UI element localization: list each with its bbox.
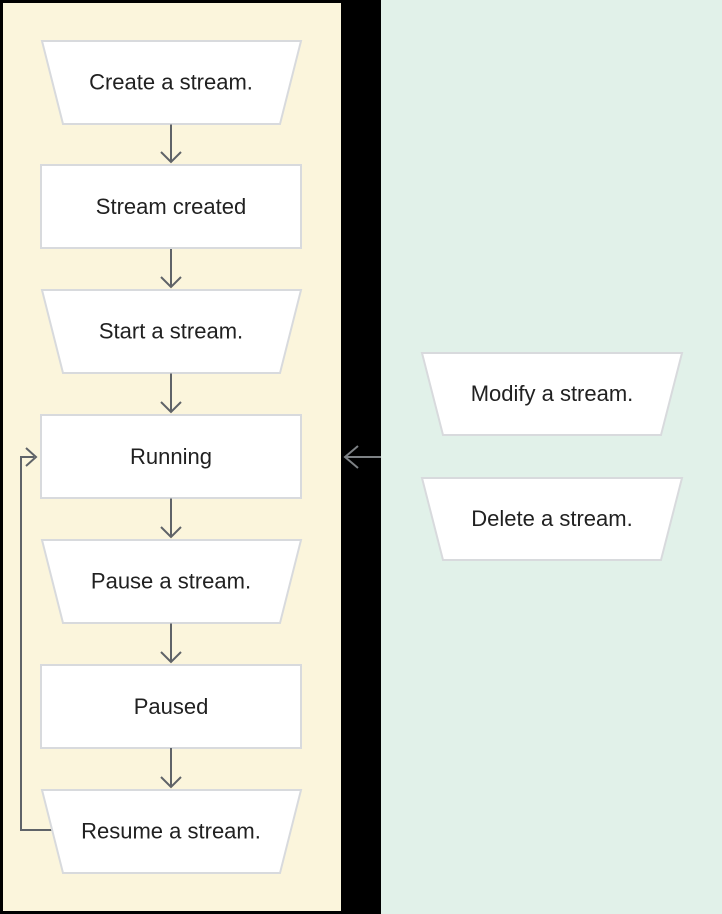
node-resume-a-stream: Resume a stream. [40,789,303,874]
node-label: Create a stream. [89,70,253,95]
node-label: Pause a stream. [91,569,251,594]
edge-rightpanel-to-running [343,445,381,469]
rectangle-shape [40,164,302,249]
node-modify-a-stream: Modify a stream. [420,352,684,436]
node-create-a-stream: Create a stream. [40,40,303,125]
node-label: Delete a stream. [471,506,632,531]
node-label: Stream created [96,194,246,219]
node-paused: Paused [40,664,302,749]
right-panel-background [381,0,722,914]
trapezoid-shape [420,477,684,561]
node-label: Paused [134,694,209,719]
node-stream-created: Stream created [40,164,302,249]
edge-pause-to-paused [160,623,182,664]
trapezoid-shape [40,289,303,374]
trapezoid-shape [40,789,303,874]
node-label: Modify a stream. [471,381,634,406]
rectangle-shape [40,414,302,499]
trapezoid-shape [420,352,684,436]
trapezoid-shape [40,40,303,125]
node-label: Running [130,444,212,469]
edge-created-to-start [160,249,182,289]
edge-resume-to-running-loop [20,447,52,831]
node-label: Start a stream. [99,319,243,344]
edge-running-to-pause [160,498,182,539]
node-start-a-stream: Start a stream. [40,289,303,374]
rectangle-shape [40,664,302,749]
node-pause-a-stream: Pause a stream. [40,539,303,624]
node-label: Resume a stream. [81,819,261,844]
node-running: Running [40,414,302,499]
edge-start-to-running [160,373,182,414]
edge-paused-to-resume [160,748,182,789]
node-delete-a-stream: Delete a stream. [420,477,684,561]
trapezoid-shape [40,539,303,624]
edge-create-to-created [160,124,182,164]
